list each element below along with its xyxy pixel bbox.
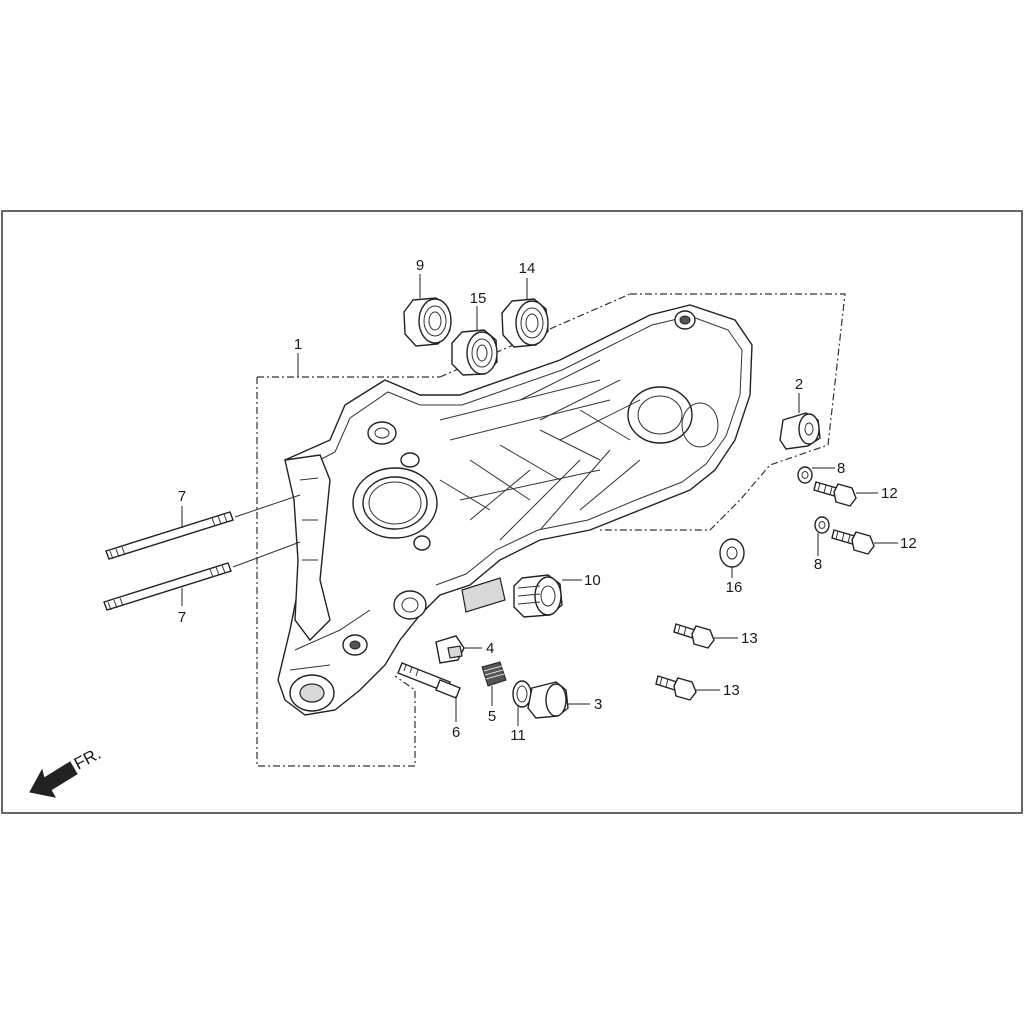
callout-9: 9 — [416, 257, 424, 274]
bolt-part-13-lower — [655, 675, 697, 701]
callout-14: 14 — [519, 260, 536, 277]
washer-part-16 — [719, 538, 745, 568]
washer-part-8-lower — [814, 516, 830, 534]
assembly-boundary — [256, 293, 846, 767]
callout-8-upper: 8 — [837, 460, 845, 477]
collar-part-2 — [779, 412, 821, 450]
callout-7-lower: 7 — [178, 609, 186, 626]
callout-10: 10 — [584, 572, 601, 589]
callout-4: 4 — [486, 640, 494, 657]
bolt-part-12-upper — [813, 481, 857, 507]
spring-part-5 — [481, 661, 507, 687]
stud-bolt-upper — [105, 511, 234, 560]
callout-12-lower: 12 — [900, 535, 917, 552]
bearing-part-10 — [513, 574, 563, 618]
stud-bolt-lower — [103, 562, 232, 611]
bearing-part-14 — [501, 298, 549, 348]
callout-2: 2 — [795, 376, 803, 393]
front-arrow-icon — [29, 761, 78, 798]
callout-16: 16 — [726, 579, 743, 596]
callout-13-lower: 13 — [723, 682, 740, 699]
callout-6: 6 — [452, 724, 460, 741]
bolt-cap-part-3 — [527, 681, 569, 719]
callout-12-upper: 12 — [881, 485, 898, 502]
bearing-part-15 — [451, 329, 498, 376]
crankcase-half — [277, 304, 753, 716]
bearing-part-9 — [403, 297, 452, 347]
callout-7-upper: 7 — [178, 488, 186, 505]
plug-part-4 — [435, 635, 465, 664]
pin-part-6 — [397, 662, 461, 699]
callout-3: 3 — [594, 696, 602, 713]
stud-leader-lines — [232, 494, 301, 568]
callout-11: 11 — [510, 727, 526, 744]
callout-8-lower: 8 — [814, 556, 822, 573]
callout-15: 15 — [470, 290, 487, 307]
bolt-part-13-upper — [673, 623, 715, 649]
callout-5: 5 — [488, 708, 496, 725]
bolt-part-12-lower — [831, 529, 875, 555]
callout-13-upper: 13 — [741, 630, 758, 647]
washer-part-8-upper — [797, 466, 813, 484]
leader-lines — [181, 274, 898, 726]
callout-1: 1 — [294, 336, 302, 353]
